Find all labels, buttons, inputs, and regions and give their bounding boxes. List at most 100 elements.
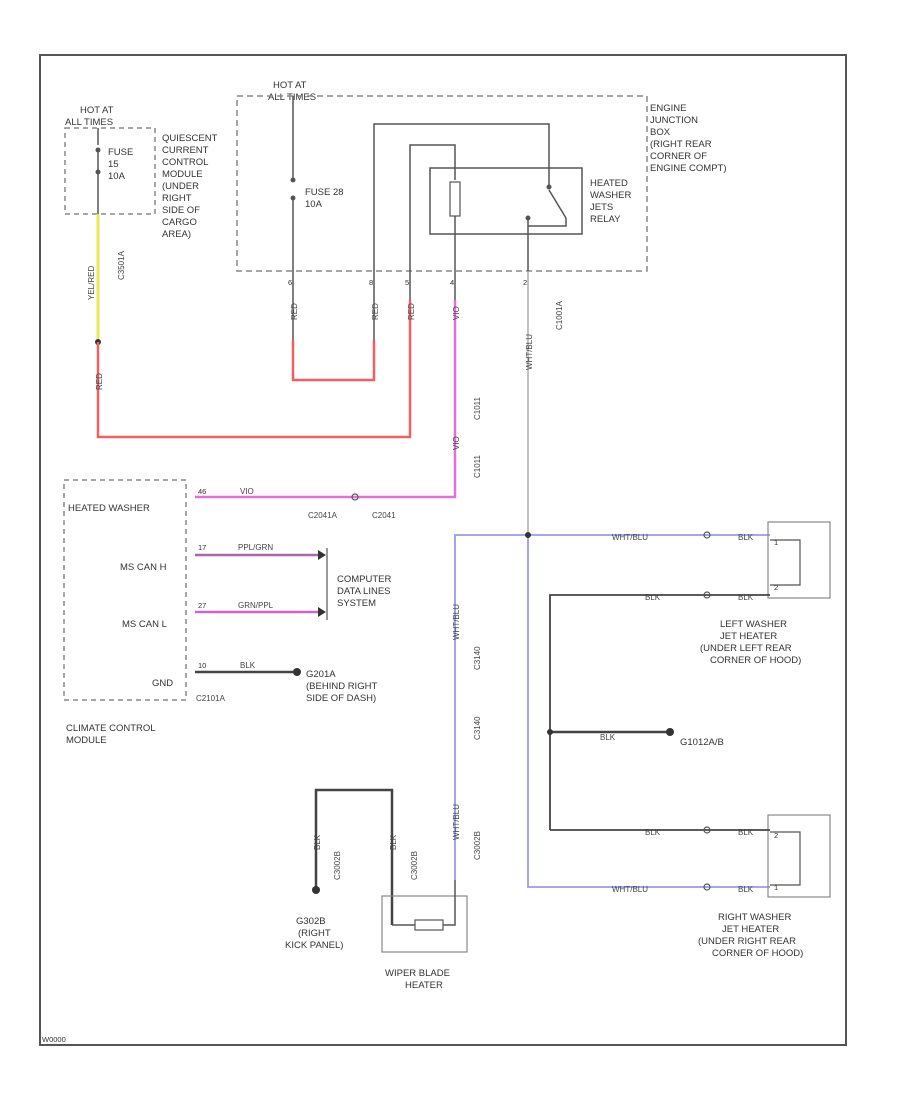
climate-wire-grn-ppl: GRN/PPL — [238, 601, 274, 610]
relay-line-1: HEATED — [590, 178, 628, 189]
left-heater-name-3: (UNDER LEFT REAR — [700, 643, 792, 654]
right-heater-inline-connector-2 — [703, 883, 711, 891]
wiper-wire-label: BLK — [389, 834, 398, 850]
box-line-5: CORNER OF — [650, 151, 707, 162]
violet-inline-connector — [351, 493, 359, 501]
junction-box-outline — [236, 95, 648, 272]
left-fuse-block: HOT AT ALL TIMES FUSE 15 10A QUIESCENT C… — [64, 105, 218, 345]
g201-line-1: G201A — [306, 669, 336, 680]
climate-connector-2: C2041 — [372, 511, 396, 520]
fuse-28-label-1: FUSE 28 — [305, 187, 344, 198]
blue-connector-3: C3002B — [473, 831, 482, 860]
jb-hot-label-1: HOT AT — [273, 80, 307, 91]
module-line-9: AREA) — [162, 229, 191, 240]
g201-line-3: SIDE OF DASH) — [306, 693, 376, 704]
g302b-connector: C3002B — [333, 851, 342, 880]
data-lines-line-3: SYSTEM — [337, 598, 376, 609]
climate-connector-3: C2101A — [196, 694, 226, 703]
climate-pin-number-4: 10 — [198, 661, 206, 670]
box-line-6: ENGINE COMPT) — [650, 163, 727, 174]
right-heater-inline-connector-1 — [703, 826, 711, 834]
junction-box-outputs: RED RED RED VIO WHT/BLU RED C1011 C1011 … — [95, 271, 534, 535]
relay-coil — [449, 181, 461, 217]
left-connector-label: C3501A — [117, 250, 126, 280]
right-heater-pin-wire-1: BLK — [738, 828, 754, 837]
g302b-symbol — [312, 886, 320, 894]
ms-can-l-arrow — [318, 607, 326, 617]
violet-connector-2: C1011 — [473, 454, 482, 478]
fuse-15-label-2: 15 — [108, 159, 119, 170]
right-heater-name-3: (UNDER RIGHT REAR — [698, 936, 796, 947]
fuse-28-label-2: 10A — [305, 199, 323, 210]
ms-can-h-arrow — [318, 550, 326, 560]
climate-pin-ms-can-h: MS CAN H — [120, 562, 167, 573]
jb-wire-label-4: VIO — [452, 306, 461, 320]
jb-wire-label-2: RED — [371, 303, 380, 320]
jb-pin-2: 8 — [369, 278, 373, 287]
right-heater-pin-wire-2: BLK — [738, 885, 754, 894]
box-line-3: BOX — [650, 127, 671, 138]
g1012-label: G1012A/B — [680, 737, 724, 748]
blue-vertical-label: WHT/BLU — [452, 604, 461, 640]
left-heater-element — [770, 539, 801, 586]
left-heater-pin-wire-1: BLK — [738, 533, 754, 542]
wiper-name-2: HEATER — [405, 980, 443, 991]
climate-connector-1: C2041A — [308, 511, 338, 520]
jb-wht-blu-label: WHT/BLU — [525, 334, 534, 370]
module-line-2: CURRENT — [162, 145, 209, 156]
diagram-frame — [39, 54, 847, 1046]
right-heater-wire-2: WHT/BLU — [612, 885, 648, 894]
blue-connector-1: C3140 — [473, 646, 482, 670]
wiper-heater-element — [414, 919, 444, 931]
g302b-wire-label: BLK — [313, 834, 322, 850]
fuse-15-label-1: FUSE — [108, 147, 133, 158]
left-heater-pin-1: 1 — [774, 538, 778, 547]
module-line-8: CARGO — [162, 217, 197, 228]
wiper-ground-wire — [314, 788, 394, 925]
red-main-wire — [96, 300, 412, 439]
relay-line-4: RELAY — [590, 214, 621, 225]
module-line-3: CONTROL — [162, 157, 208, 168]
g302b-name-3: KICK PANEL) — [285, 940, 343, 951]
wiper-connector: C3002B — [410, 851, 419, 880]
box-line-4: (RIGHT REAR — [650, 139, 712, 150]
right-heater-box — [767, 814, 831, 898]
violet-wire — [195, 300, 457, 499]
footer-code: W0000 — [42, 1035, 66, 1044]
climate-wire-ppl-grn: PPL/GRN — [238, 543, 273, 552]
left-fuse-terminal-top — [95, 147, 101, 153]
wiper-name-1: WIPER BLADE — [385, 968, 450, 979]
jb-pin-3: 5 — [405, 278, 409, 287]
left-washer-jet-heater: BLK BLK BLK 1 2 LEFT WASHER JET HEATER (… — [549, 521, 831, 830]
jb-pin-4: 4 — [450, 278, 454, 287]
data-lines-line-1: COMPUTER — [337, 574, 392, 585]
right-heater-name-4: CORNER OF HOOD) — [712, 948, 803, 959]
g302b-name-1: G302B — [296, 916, 326, 927]
climate-wire-vio: VIO — [240, 487, 254, 496]
g1012-wire-label: BLK — [600, 733, 616, 742]
violet-vertical-label: VIO — [452, 436, 461, 450]
right-heater-pin-1: 2 — [774, 831, 778, 840]
climate-wire-blk: BLK — [240, 661, 256, 670]
left-heater-pin-2: 2 — [774, 583, 778, 592]
left-heater-name-1: LEFT WASHER — [720, 619, 787, 630]
blue-vertical-label-2: WHT/BLU — [452, 804, 461, 840]
jb-pin-5: 2 — [523, 278, 527, 287]
jb-hot-label-2: ALL TIMES — [268, 92, 316, 103]
climate-pin-number-3: 27 — [198, 601, 206, 610]
g1012-splice — [547, 729, 553, 735]
left-heater-ground-wire — [549, 594, 770, 830]
blue-top-label: WHT/BLU — [612, 533, 648, 542]
relay-line-2: WASHER — [590, 190, 631, 201]
red-wire-label: RED — [95, 373, 104, 390]
right-heater-element — [770, 831, 801, 886]
yellow-red-wire-label: YEL/RED — [87, 266, 96, 300]
left-heater-name-2: JET HEATER — [720, 631, 777, 642]
violet-connector-1: C1011 — [473, 396, 482, 420]
left-hot-label-2: ALL TIMES — [65, 117, 113, 128]
climate-pin-number-2: 17 — [198, 543, 206, 552]
relay-line-3: JETS — [590, 202, 613, 213]
g1012-symbol — [666, 728, 674, 736]
box-line-2: JUNCTION — [650, 115, 698, 126]
